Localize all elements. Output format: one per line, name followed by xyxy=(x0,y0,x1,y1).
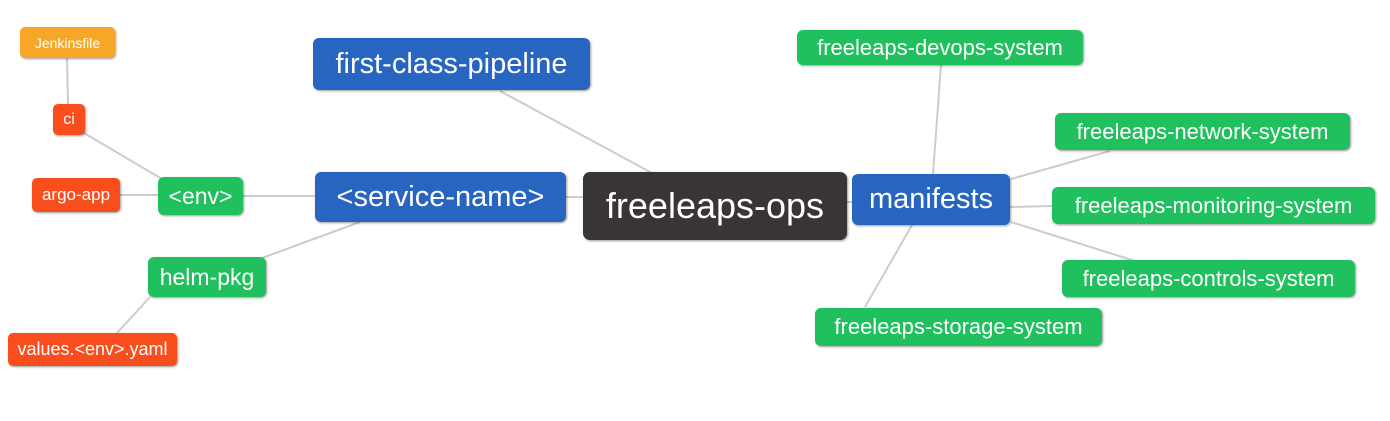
node-freeleaps-controls-system[interactable]: freeleaps-controls-system xyxy=(1062,260,1355,297)
edge-manifests-devops xyxy=(932,64,942,175)
edge-manifests-monitoring xyxy=(1009,205,1053,208)
edge-values-helm-pkg xyxy=(116,296,151,334)
edge-jenkinsfile-ci xyxy=(66,57,69,105)
node-service-name[interactable]: <service-name> xyxy=(315,172,566,222)
node-env[interactable]: <env> xyxy=(158,177,243,215)
node-manifests[interactable]: manifests xyxy=(852,174,1010,225)
node-freeleaps-monitoring-system[interactable]: freeleaps-monitoring-system xyxy=(1052,187,1375,224)
node-freeleaps-devops-system[interactable]: freeleaps-devops-system xyxy=(797,30,1083,65)
node-helm-pkg[interactable]: helm-pkg xyxy=(148,257,266,297)
node-freeleaps-network-system[interactable]: freeleaps-network-system xyxy=(1055,113,1350,150)
node-ci[interactable]: ci xyxy=(53,104,85,135)
node-argo-app[interactable]: argo-app xyxy=(32,178,120,212)
edge-manifests-network xyxy=(1010,150,1111,180)
edge-manifests-storage xyxy=(864,224,913,308)
node-values-env-yaml[interactable]: values.<env>.yaml xyxy=(8,333,177,366)
edge-manifests-controls xyxy=(1010,221,1136,262)
node-freeleaps-ops-root[interactable]: freeleaps-ops xyxy=(583,172,847,240)
node-jenkinsfile[interactable]: Jenkinsfile xyxy=(20,27,115,58)
edge-pipeline-ops xyxy=(499,90,653,174)
edge-helm-pkg-service-name xyxy=(261,221,361,259)
node-freeleaps-storage-system[interactable]: freeleaps-storage-system xyxy=(815,308,1102,346)
edge-ci-env xyxy=(83,132,163,180)
node-first-class-pipeline[interactable]: first-class-pipeline xyxy=(313,38,590,90)
